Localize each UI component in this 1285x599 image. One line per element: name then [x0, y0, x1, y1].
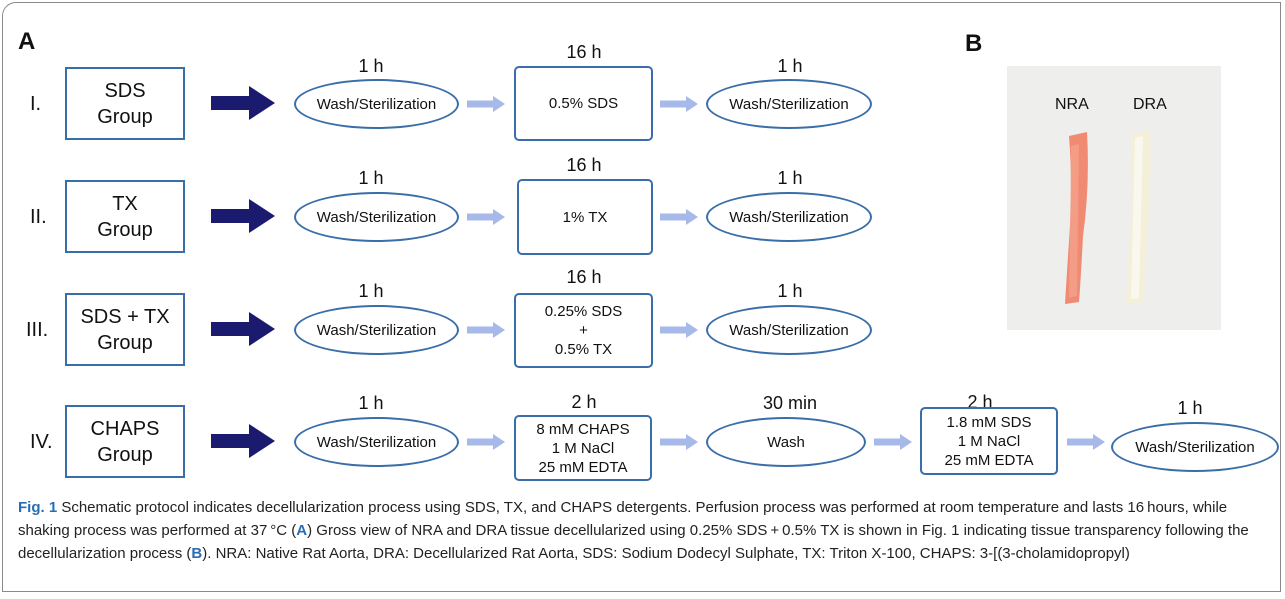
treatment-box: 0.5% SDS — [514, 66, 653, 141]
treatment-line: 0.5% TX — [554, 341, 613, 358]
row-numeral: II. — [30, 206, 47, 228]
small-arrow-row2-b — [660, 209, 698, 225]
duration-label: 1 h — [358, 281, 384, 301]
caption-ref-b: B — [191, 545, 203, 562]
group-label: Group — [97, 218, 153, 241]
treatment-line: + — [579, 322, 588, 339]
aorta-tissue-strips — [1065, 130, 1151, 304]
dra-strip-highlight — [1131, 136, 1143, 299]
treatment-box: 1% TX — [517, 179, 653, 255]
duration-label: 1 h — [358, 393, 384, 413]
duration-label: 1 h — [777, 168, 803, 188]
small-arrow-row1-b — [660, 96, 698, 112]
treatment-box: 8 mM CHAPS 1 M NaCl 25 mM EDTA — [514, 415, 652, 481]
group-box-tx: TX Group — [65, 180, 185, 253]
row-numeral: IV. — [30, 431, 53, 453]
small-arrow-row4-b — [660, 434, 698, 450]
wash-sterilization-oval: Wash/Sterilization — [706, 305, 872, 355]
figure-caption: Fig. 1 Schematic protocol indicates dece… — [18, 496, 1280, 565]
big-arrow-row1 — [211, 86, 275, 120]
wash-sterilization-oval: Wash/Sterilization — [294, 305, 459, 355]
group-label: Group — [97, 105, 153, 128]
group-box-chaps: CHAPS Group — [65, 405, 185, 478]
group-name: TX — [112, 192, 138, 215]
panel-label-a: A — [18, 28, 36, 55]
treatment-line: 8 mM CHAPS — [536, 420, 630, 438]
wash-sterilization-oval: Wash/Sterilization — [706, 79, 872, 129]
treatment-line: 1 M NaCl — [957, 432, 1021, 450]
nra-strip-highlight — [1069, 144, 1079, 298]
nra-label: NRA — [1055, 96, 1089, 113]
small-arrow-row3-a — [467, 322, 505, 338]
treatment-line: 25 mM EDTA — [538, 458, 628, 476]
group-name: CHAPS — [90, 417, 160, 440]
panel-label-b: B — [965, 30, 983, 57]
duration-label: 16 h — [566, 267, 602, 287]
group-box-sds: SDS Group — [65, 67, 185, 140]
small-arrow-row2-a — [467, 209, 505, 225]
wash-sterilization-oval: Wash/Sterilization — [706, 192, 872, 242]
duration-label: 1 h — [777, 56, 803, 76]
wash-oval: Wash — [706, 417, 866, 467]
row-numeral: III. — [26, 319, 49, 341]
caption-text-1: Schematic protocol indicates decellulari… — [18, 499, 1228, 539]
treatment-box: 1.8 mM SDS 1 M NaCl 25 mM EDTA — [920, 407, 1058, 475]
treatment-box: 0.25% SDS + 0.5% TX — [514, 293, 653, 368]
treatment-line: 25 mM EDTA — [944, 451, 1034, 469]
treatment-line: 1 M NaCl — [551, 439, 615, 457]
small-arrow-row4-a — [467, 434, 505, 450]
treatment-line: 1% TX — [562, 208, 608, 226]
dra-label: DRA — [1133, 96, 1167, 113]
duration-label: 1 h — [358, 56, 384, 76]
row-numeral: I. — [30, 93, 42, 115]
aorta-photo: NRA DRA — [1007, 66, 1221, 330]
caption-text-2: ) Gross view of NRA and DRA tissue decel… — [18, 522, 1249, 562]
group-name: SDS — [104, 79, 146, 102]
wash-sterilization-oval: Wash/Sterilization — [294, 417, 459, 467]
group-label: Group — [97, 443, 153, 466]
duration-label: 16 h — [566, 155, 602, 175]
treatment-line: 0.25% SDS — [544, 303, 623, 320]
duration-label: 1 h — [358, 168, 384, 188]
duration-label: 30 min — [762, 393, 818, 413]
wash-sterilization-oval: Wash/Sterilization — [1111, 422, 1279, 472]
big-arrow-row4 — [211, 424, 275, 458]
wash-sterilization-oval: Wash/Sterilization — [294, 192, 459, 242]
caption-ref-a: A — [296, 522, 308, 539]
small-arrow-row1-a — [467, 96, 505, 112]
duration-label: 1 h — [777, 281, 803, 301]
caption-fig-label: Fig. 1 — [18, 499, 58, 516]
small-arrow-row4-c — [874, 434, 912, 450]
wash-sterilization-oval: Wash/Sterilization — [294, 79, 459, 129]
big-arrow-row3 — [211, 312, 275, 346]
group-name: SDS + TX — [80, 305, 170, 328]
small-arrow-row4-d — [1067, 434, 1105, 450]
group-box-sds-tx: SDS + TX Group — [65, 293, 185, 366]
duration-label: 16 h — [566, 42, 602, 62]
caption-text-3: ). NRA: Native Rat Aorta, DRA: Decellula… — [202, 545, 1130, 562]
treatment-line: 0.5% SDS — [548, 95, 619, 112]
big-arrow-row2 — [211, 199, 275, 233]
duration-label: 2 h — [571, 392, 597, 412]
small-arrow-row3-b — [660, 322, 698, 338]
duration-label: 1 h — [1177, 398, 1203, 418]
group-label: Group — [97, 331, 153, 354]
treatment-line: 1.8 mM SDS — [946, 413, 1032, 431]
